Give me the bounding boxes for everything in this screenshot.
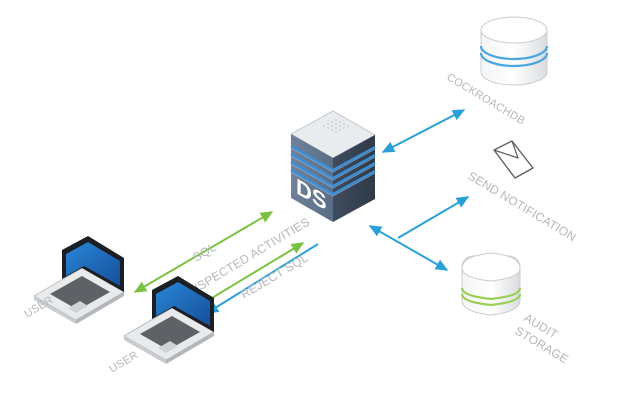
user-2-label: USER bbox=[107, 349, 140, 375]
storage-icon bbox=[460, 252, 522, 316]
edge-reject bbox=[205, 243, 319, 314]
laptop-icon bbox=[33, 236, 125, 324]
envelope-icon bbox=[493, 140, 534, 179]
edge-db-link bbox=[381, 109, 466, 153]
edge-sql-label: SQL bbox=[190, 240, 218, 265]
edge-suspected bbox=[196, 242, 305, 308]
edge-notify-link bbox=[397, 196, 470, 239]
laptop-icon bbox=[123, 276, 215, 364]
edge-audit-link bbox=[368, 225, 449, 271]
edge-sql bbox=[133, 211, 274, 293]
send-notification-label: SEND NOTIFICATION bbox=[465, 169, 578, 245]
edges bbox=[133, 109, 470, 314]
server-icon: DS bbox=[289, 110, 377, 222]
database-icon bbox=[479, 16, 549, 86]
